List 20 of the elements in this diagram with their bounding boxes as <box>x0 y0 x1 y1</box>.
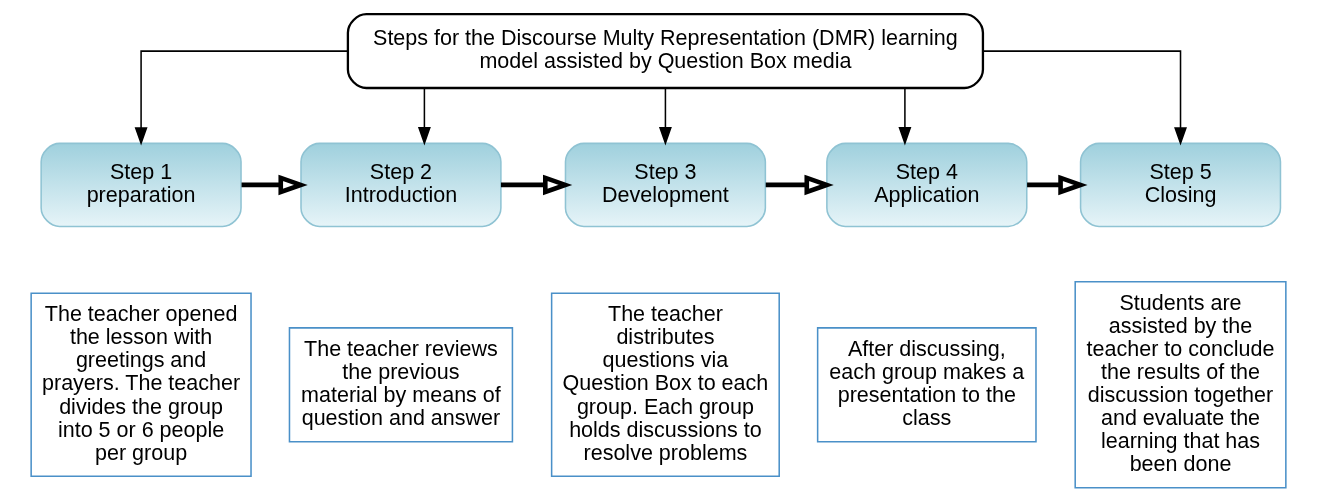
node-box: The teacher reviews the previous material by means of question and answer <box>288 327 514 443</box>
arrow <box>417 87 431 146</box>
arrow <box>500 174 573 196</box>
arrow <box>982 50 1187 146</box>
node-box: The teacher distributes questions via Question Box to each group. Each group holds discussions to resolve problems <box>550 292 780 478</box>
arrow <box>658 87 672 146</box>
arrow <box>134 50 349 146</box>
arrow <box>241 174 308 196</box>
node-box: Step 2 Introduction <box>300 142 502 228</box>
node-box: Step 5 Closing <box>1079 142 1282 228</box>
node-box: The teacher opened the lesson with greetings and prayers. The teacher divides the group into 5 or 6 people per group <box>30 292 252 478</box>
node-box: After discussing, each group makes a presentation to the class <box>816 327 1037 443</box>
node-box: Step 1 preparation <box>40 142 242 228</box>
node-box: Steps for the Discourse Multy Representation (DMR) learning model assisted by Question Box media <box>346 13 985 90</box>
node-box: Step 4 Application <box>826 142 1028 228</box>
node-box: Students are assisted by the teacher to conclude the results of the discussion together and evaluate the learning that has been done <box>1074 281 1287 489</box>
arrow <box>1027 174 1088 196</box>
arrow <box>898 87 912 146</box>
node-box: Step 3 Development <box>564 142 767 228</box>
arrow <box>765 174 834 196</box>
